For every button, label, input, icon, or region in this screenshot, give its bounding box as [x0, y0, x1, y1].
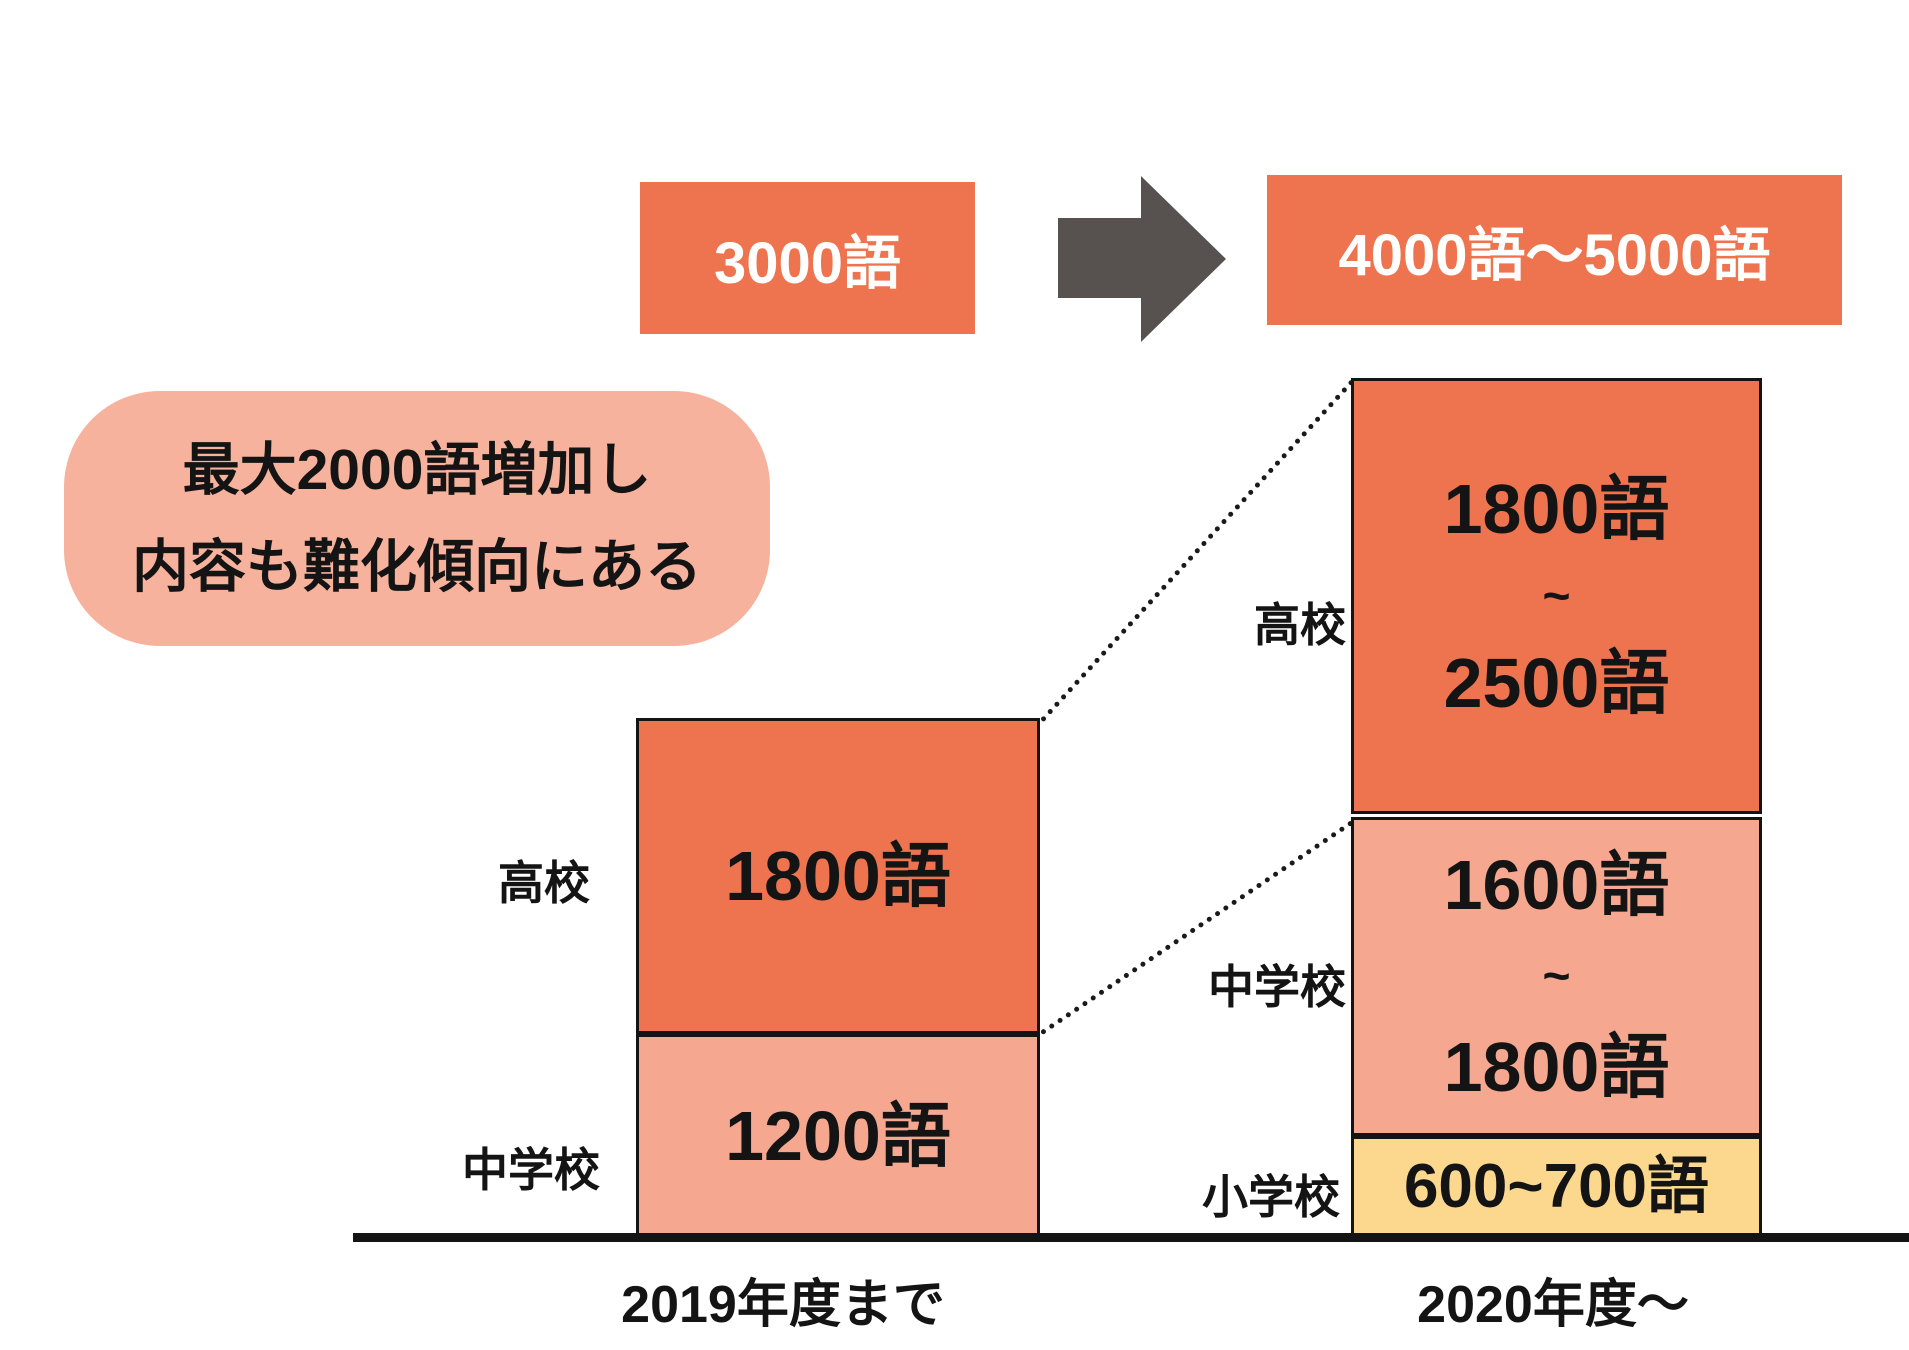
bar-before-segment-highschool: 1800語: [636, 718, 1040, 1034]
bar-after-highschool-value-bottom: 2500語: [1443, 643, 1670, 722]
callout-line-1: 最大2000語増加し: [182, 437, 652, 502]
total-before-label: 3000語: [713, 231, 902, 296]
axis-label-after: 2020年度〜: [1417, 1276, 1689, 1334]
label-after-juniorhigh: 中学校: [1208, 961, 1346, 1013]
arrow-right-icon: [1058, 218, 1146, 298]
connector-line-highschool: [1040, 378, 1355, 723]
label-before-highschool: 高校: [498, 857, 590, 909]
bar-before-juniorhigh-value: 1200語: [725, 1097, 951, 1175]
callout-line-2: 内容も難化傾向にある: [132, 534, 702, 599]
total-after-box: 4000語〜5000語: [1267, 175, 1842, 325]
bar-before-segment-juniorhigh: 1200語: [636, 1034, 1040, 1238]
bar-after-segment-juniorhigh: 1600語 ~ 1800語: [1351, 817, 1762, 1136]
arrow-right-icon-head: [1141, 176, 1226, 342]
callout-bubble: 最大2000語増加し 内容も難化傾向にある: [64, 391, 770, 646]
bar-after-highschool-tilde: ~: [1542, 569, 1571, 623]
axis-baseline: [353, 1233, 1909, 1242]
label-after-elementary: 小学校: [1202, 1171, 1340, 1223]
label-before-juniorhigh: 中学校: [462, 1144, 600, 1196]
bar-after-segment-highschool: 1800語 ~ 2500語: [1351, 378, 1762, 814]
bar-after-highschool-value-top: 1800語: [1443, 469, 1670, 548]
total-after-label: 4000語〜5000語: [1338, 223, 1771, 288]
total-before-box: 3000語: [640, 182, 975, 334]
label-after-highschool: 高校: [1254, 599, 1346, 651]
bar-after-segment-elementary: 600~700語: [1351, 1136, 1762, 1238]
bar-after-juniorhigh-tilde: ~: [1542, 950, 1571, 1003]
bar-after-juniorhigh-value-top: 1600語: [1443, 846, 1670, 924]
axis-label-before: 2019年度まで: [621, 1276, 945, 1334]
bar-after-elementary-value: 600~700語: [1403, 1152, 1710, 1221]
bar-after-juniorhigh-value-bottom: 1800語: [1443, 1028, 1670, 1106]
bar-before-highschool-value: 1800語: [725, 837, 951, 915]
